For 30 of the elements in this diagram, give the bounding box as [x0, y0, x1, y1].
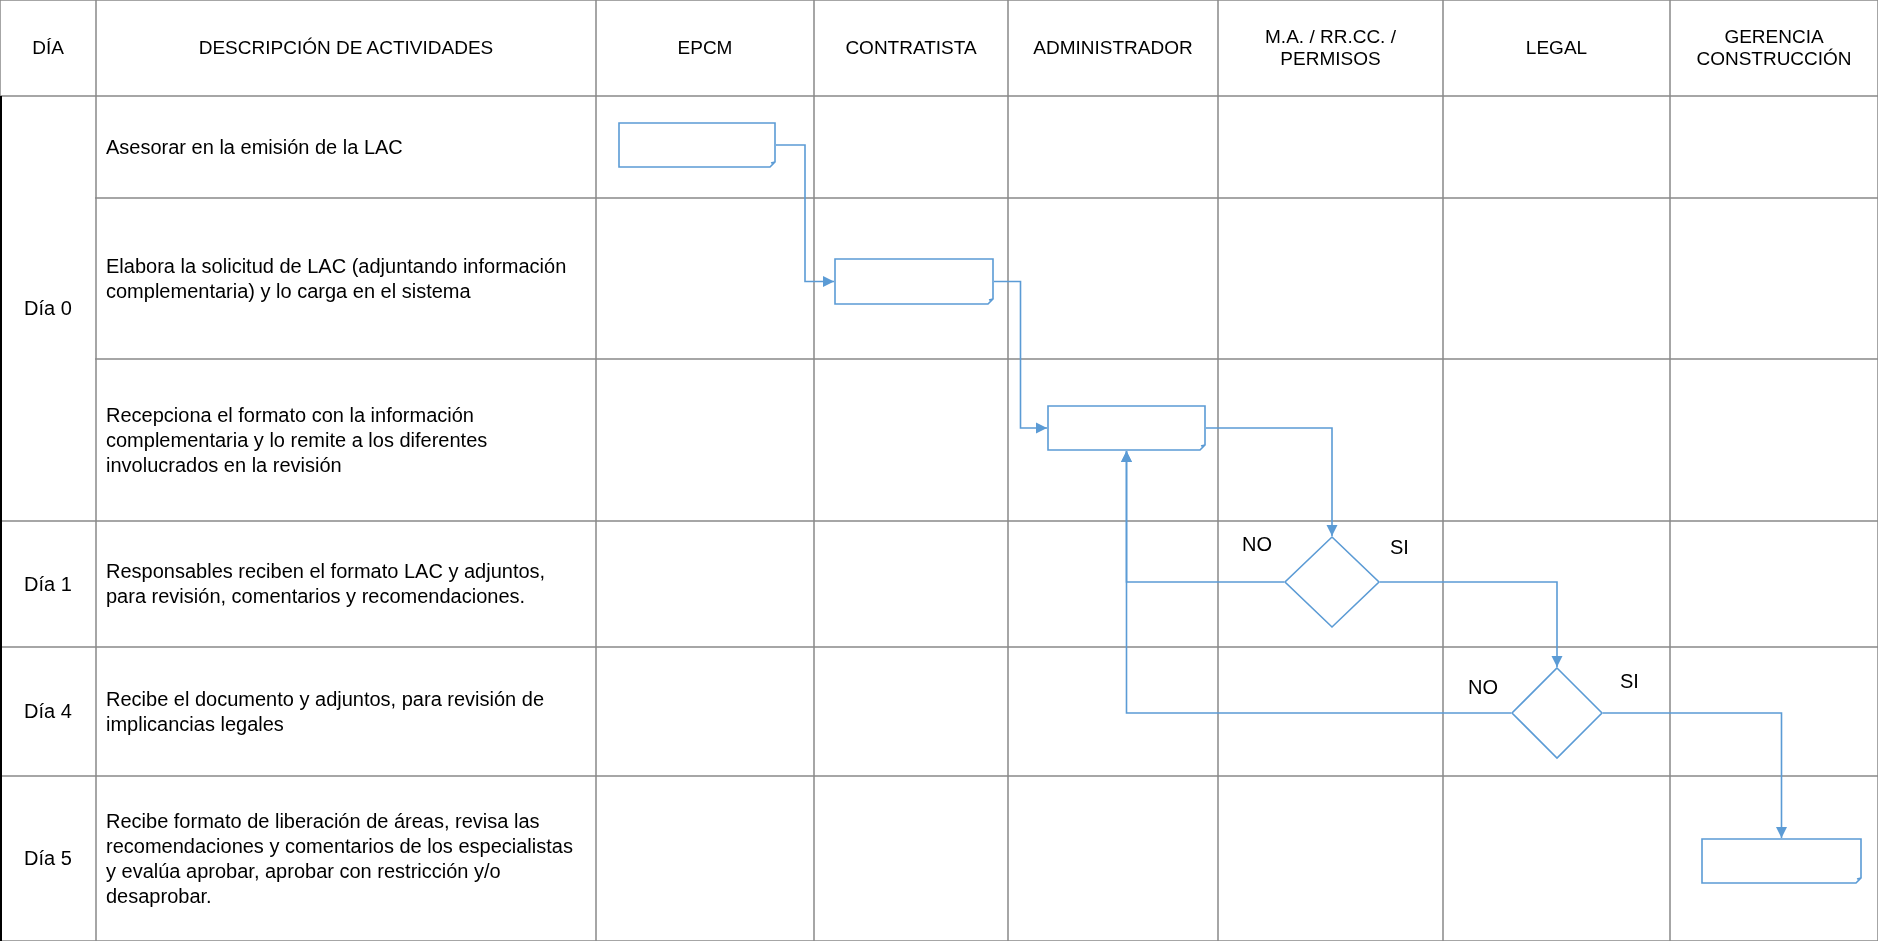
column-header: M.A. / RR.CC. / PERMISOS — [1264, 26, 1397, 70]
activity-description: Recibe el documento y adjuntos, para revisión de implicancias legales — [106, 686, 546, 737]
arrow — [1379, 581, 1563, 668]
arrow — [1205, 427, 1338, 537]
day-label: Día 1 — [24, 572, 72, 596]
activity-description: Responsables reciben el formato LAC y adjuntos, para revisión, comentarios y recomendaciones. — [106, 559, 547, 609]
arrow — [1602, 712, 1788, 839]
column-header: ADMINISTRADOR — [1033, 37, 1193, 59]
decision-diamond — [1284, 536, 1380, 628]
arrow — [775, 144, 835, 288]
activity-description: Asesorar en la emisión de la LAC — [106, 134, 403, 160]
column-header: EPCM — [677, 37, 733, 59]
process-box — [1701, 838, 1862, 884]
day-label: Día 0 — [24, 297, 72, 320]
column-header: CONTRATISTA — [845, 37, 977, 59]
column-header: DÍA — [32, 37, 64, 59]
column-header: GERENCIA CONSTRUCCIÓN — [1695, 26, 1853, 70]
process-box — [834, 258, 994, 305]
activity-description: Elabora la solicitud de LAC (adjuntando información complementaria) y lo carga en el sistema — [106, 253, 568, 304]
process-box — [1047, 405, 1206, 451]
activity-description: Recepciona el formato con la información complementaria y lo remite a los diferentes involucrados en la revisión — [106, 402, 489, 478]
decision-diamond — [1511, 667, 1603, 759]
process-box — [618, 122, 776, 168]
day-label: Día 4 — [24, 700, 72, 723]
arrow — [993, 280, 1048, 434]
activity-description: Recibe formato de liberación de áreas, revisa las recomendaciones y comentarios de los especialistas y evalúa aprobar, aprobar con restricción y/o desaprobar. — [106, 808, 574, 909]
column-header: DESCRIPCIÓN DE ACTIVIDADES — [198, 37, 494, 59]
column-header: LEGAL — [1525, 37, 1588, 59]
day-label: Día 5 — [24, 847, 72, 870]
arrow — [1120, 450, 1512, 714]
